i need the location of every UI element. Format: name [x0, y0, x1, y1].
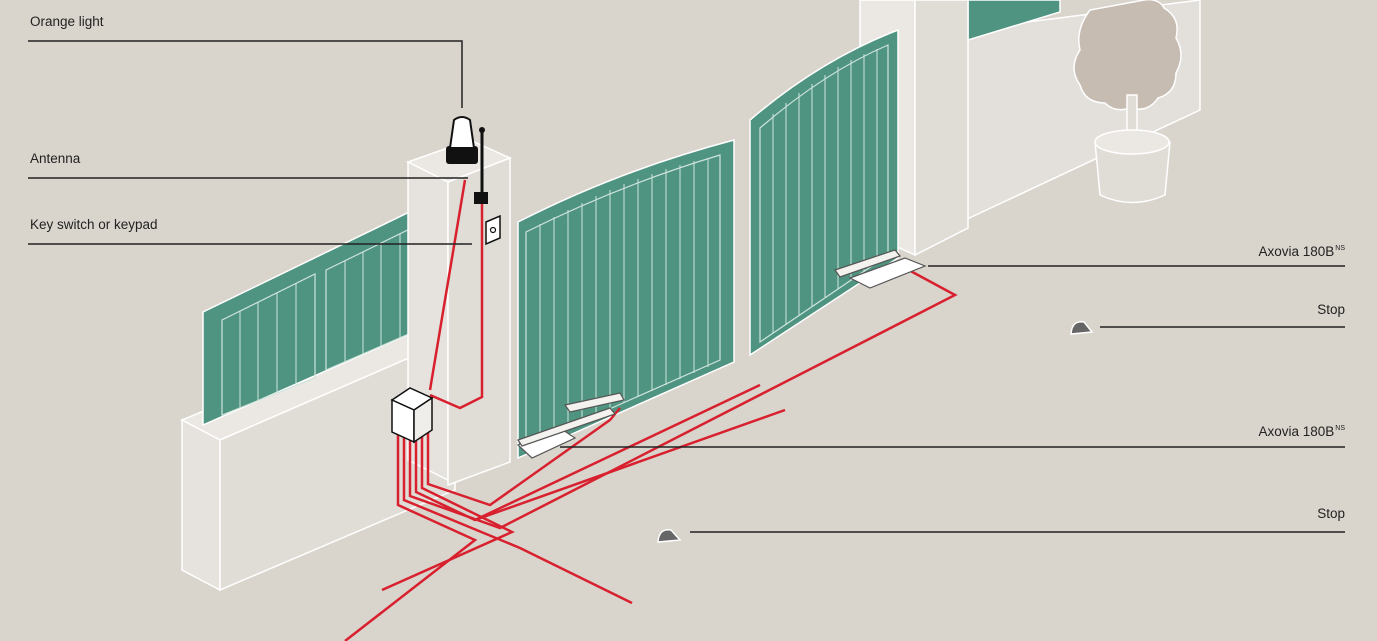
upper-motor-label: Axovia 180BNS: [1258, 241, 1345, 260]
lower-stop-icon: [658, 530, 680, 542]
upper-motor-name: Axovia 180B: [1258, 244, 1334, 259]
right-gate-leaf: [750, 30, 898, 355]
control-box-icon: [392, 388, 432, 442]
lower-motor-suffix: NS: [1335, 425, 1345, 432]
lower-stop-label: Stop: [1317, 506, 1345, 522]
lower-motor-name: Axovia 180B: [1258, 424, 1334, 439]
orange-light-leader: [28, 41, 462, 108]
left-gate-leaf: [518, 140, 734, 458]
upper-stop-label: Stop: [1317, 302, 1345, 318]
orange-light-icon: [446, 117, 478, 164]
orange-light-label: Orange light: [30, 14, 104, 30]
antenna-label: Antenna: [30, 151, 80, 167]
upper-stop-icon: [1071, 322, 1092, 334]
key-switch-label: Key switch or keypad: [30, 217, 158, 233]
lower-motor-label: Axovia 180BNS: [1258, 421, 1345, 440]
upper-motor-suffix: NS: [1335, 245, 1345, 252]
